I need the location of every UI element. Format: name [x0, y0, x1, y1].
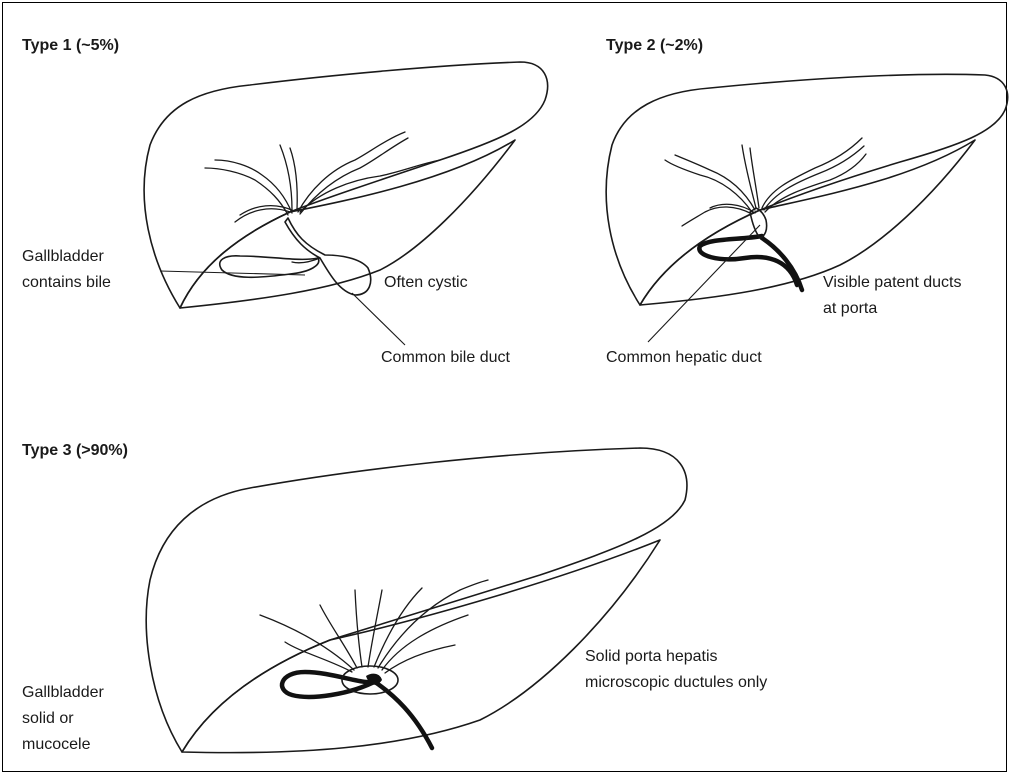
type1-title: Type 1 (~5%) — [22, 37, 119, 54]
type3-panel: Type 3 (>90%) Solid porta hepatis micros… — [22, 442, 767, 753]
type1-gallbladder-leader — [160, 271, 305, 275]
type2-ducts-label-line2: at porta — [823, 300, 877, 317]
type1-duct-leader — [352, 293, 405, 345]
type2-ducts-label-line1: Visible patent ducts — [823, 274, 961, 291]
type1-cyst — [285, 218, 371, 295]
type1-gallbladder-label-line2: contains bile — [22, 274, 111, 291]
type3-title: Type 3 (>90%) — [22, 442, 128, 459]
type1-gallbladder-label-line1: Gallbladder — [22, 248, 105, 265]
type1-cyst-label: Often cystic — [384, 274, 468, 291]
type3-porta-label-line1: Solid porta hepatis — [585, 648, 718, 665]
type1-panel: Type 1 (~5%) Gallbladder contains bile O… — [22, 37, 548, 366]
type3-liver — [146, 448, 687, 752]
type2-patent-duct-loop — [699, 236, 797, 285]
type1-duct-label: Common bile duct — [381, 349, 511, 366]
type3-porta-label-line2: microscopic ductules only — [585, 674, 767, 691]
type3-gallbladder-label-line3: mucocele — [22, 736, 91, 753]
type3-inferior-surface — [182, 540, 660, 753]
type2-title: Type 2 (~2%) — [606, 37, 703, 54]
type2-duct-label: Common hepatic duct — [606, 349, 762, 366]
type3-gallbladder-label-line1: Gallbladder — [22, 684, 105, 701]
type2-panel: Type 2 (~2%) Visible patent ducts at por… — [606, 37, 1008, 366]
type3-gallbladder-label-line2: solid or — [22, 710, 74, 727]
type1-intrahepatic-ducts — [205, 132, 440, 222]
type3-solid-duct — [372, 680, 432, 748]
